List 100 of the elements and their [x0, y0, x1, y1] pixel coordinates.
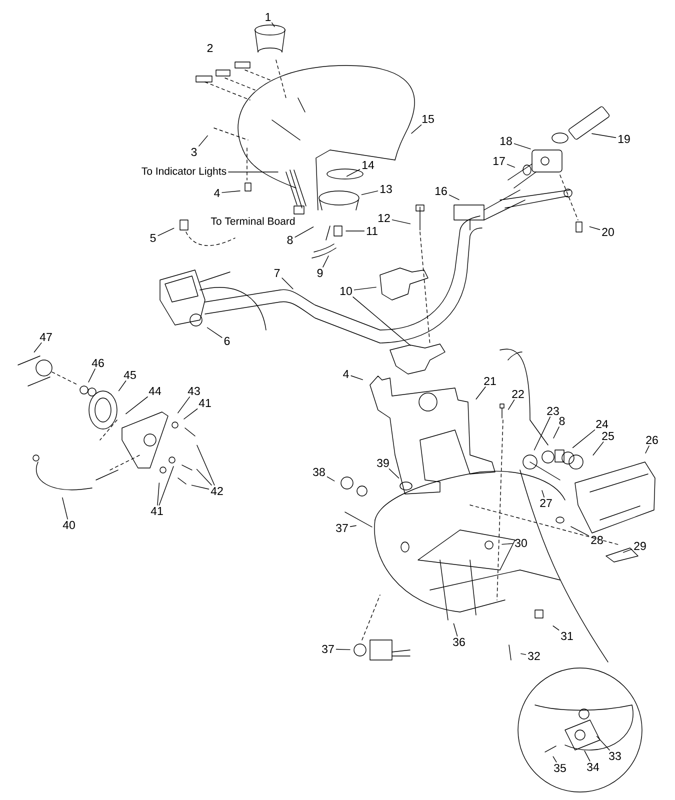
leader-line	[388, 468, 400, 478]
leader-line	[448, 194, 460, 200]
callout-number: 43	[188, 386, 200, 396]
callout-number: 42	[210, 487, 223, 496]
leader-line	[158, 466, 174, 506]
leader-line	[206, 327, 222, 338]
callout-number: 33	[609, 752, 621, 760]
callout-number: 24	[596, 420, 608, 428]
leader-line	[88, 368, 96, 382]
leader-line	[126, 396, 148, 414]
callout-number: 3	[191, 148, 197, 156]
leader-line	[506, 164, 516, 168]
callout-number: 37	[336, 524, 348, 532]
leader-line	[514, 143, 531, 150]
callout-number: 40	[62, 520, 75, 530]
leader-line	[222, 190, 240, 193]
leader-line	[34, 342, 42, 352]
leader-line	[157, 482, 160, 506]
callout-number: 22	[512, 390, 524, 398]
callout-number: 26	[646, 436, 658, 444]
callout-number: 41	[198, 399, 211, 407]
callout-number: 34	[587, 762, 600, 772]
leader-line	[542, 490, 544, 498]
callout-number: 1	[266, 13, 271, 21]
leader-line	[622, 548, 632, 553]
callout-number: 5	[150, 234, 156, 242]
leader-line	[354, 286, 376, 290]
callout-number: 15	[422, 115, 434, 123]
callout-number: 30	[515, 538, 527, 548]
callout-number: 12	[378, 214, 390, 222]
callout-number: 13	[380, 184, 392, 194]
callout-number: 18	[500, 136, 512, 146]
leader-line	[346, 230, 365, 232]
callout-number: 9	[317, 268, 323, 278]
callout-number: 21	[484, 377, 496, 386]
callout-number: 16	[435, 186, 447, 196]
callout-number: 6	[224, 336, 230, 346]
leader-line	[592, 442, 604, 456]
leader-line	[191, 484, 210, 490]
callout-number: 46	[92, 358, 104, 368]
callout-number: 44	[148, 387, 162, 395]
callout-number: 27	[540, 499, 552, 508]
leader-line	[596, 736, 610, 750]
leader-line	[350, 525, 356, 527]
callout-number: 19	[618, 134, 630, 144]
leader-line	[534, 416, 551, 450]
leader-line	[392, 219, 411, 224]
leader-line	[282, 278, 294, 290]
callout-number: 28	[591, 536, 603, 544]
leader-line	[198, 135, 208, 146]
leader-line	[520, 653, 526, 655]
callout-number: 2	[207, 44, 213, 52]
leader-line	[552, 626, 560, 630]
callout-number: 10	[340, 286, 352, 296]
leader-line	[645, 446, 650, 454]
callout-number: 17	[493, 157, 505, 165]
leader-line	[326, 476, 335, 482]
leader-line	[272, 22, 275, 28]
callout-number: 31	[561, 632, 573, 640]
leader-line	[508, 400, 515, 410]
leader-line	[118, 380, 126, 392]
leader-line	[361, 190, 378, 196]
callout-number: 14	[362, 161, 374, 169]
leader-line	[184, 408, 198, 420]
callout-number: 8	[559, 416, 565, 426]
callout-number: 25	[602, 432, 614, 440]
callout-number: 11	[366, 227, 378, 235]
leader-line	[453, 623, 458, 636]
callout-number: 29	[634, 542, 646, 550]
leader-line	[502, 543, 514, 545]
callout-number: 4	[343, 370, 349, 378]
leader-line	[294, 226, 314, 238]
leader-line	[584, 750, 590, 762]
callout-number: 38	[313, 468, 325, 476]
leader-line	[178, 396, 190, 414]
callout-number: 39	[377, 458, 389, 468]
leader-line	[346, 169, 360, 177]
leader-line	[62, 497, 68, 520]
leader-line	[589, 226, 600, 230]
leader-line	[350, 375, 363, 380]
leader-line	[196, 444, 215, 486]
callout-number: 20	[602, 228, 614, 236]
callout-number: 23	[547, 406, 559, 416]
callout-number: 45	[124, 371, 136, 380]
callout-number: 37	[322, 644, 334, 654]
wire-note: To Terminal Board	[210, 217, 295, 225]
leader-line	[336, 648, 350, 650]
leader-line	[411, 124, 422, 134]
leader-line	[592, 133, 616, 138]
callout-number: 8	[287, 236, 293, 244]
callout-number: 7	[274, 269, 280, 277]
leader-line	[553, 426, 560, 438]
leader-line	[476, 386, 486, 400]
callout-number: 32	[528, 652, 540, 660]
wire-note: To Indicator Lights	[142, 167, 226, 177]
callout-number: 36	[453, 638, 465, 646]
leader-line	[196, 468, 212, 486]
callout-number: 4	[214, 189, 220, 197]
leader-line	[570, 526, 590, 536]
leader-line	[552, 756, 557, 762]
